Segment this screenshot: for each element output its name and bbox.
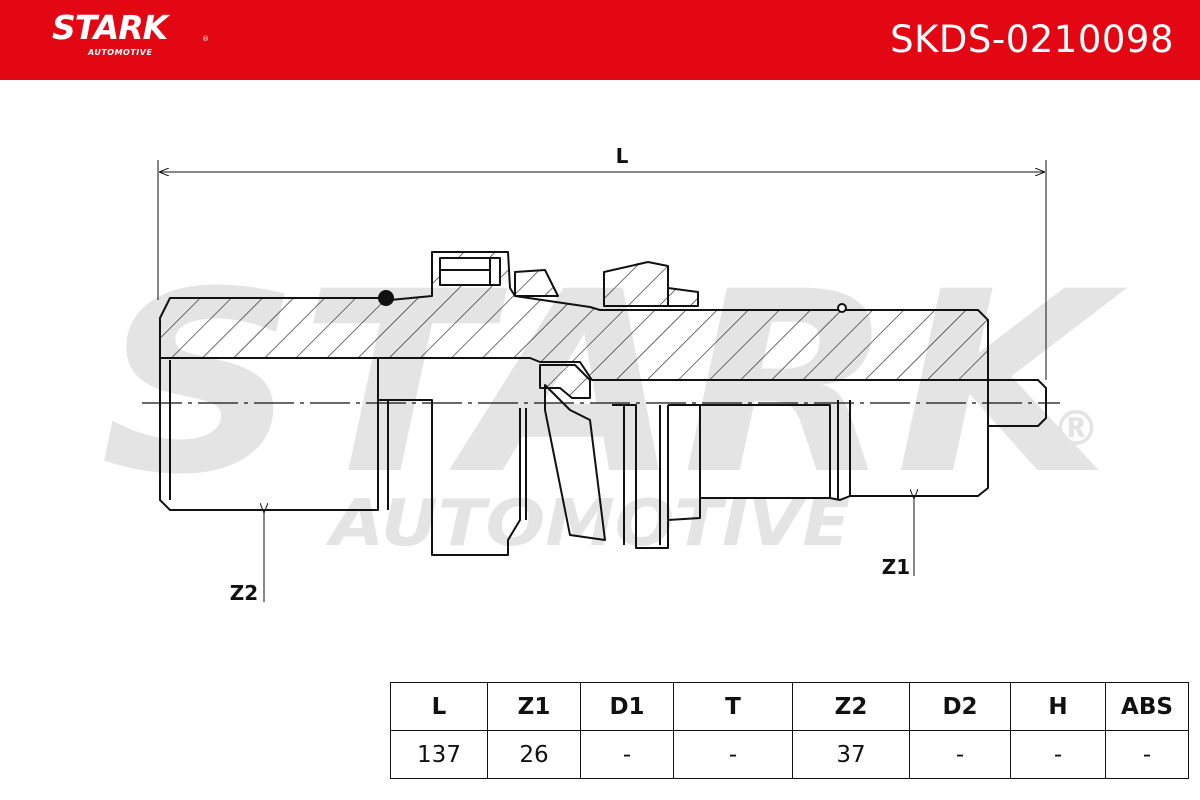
spec-value-d2: - (909, 730, 1011, 779)
spec-table-header-row: L Z1 D1 T Z2 D2 H ABS (390, 682, 1189, 731)
spec-header-abs: ABS (1105, 682, 1189, 731)
technical-drawing: STARK AUTOMOTIVE ® L (100, 144, 1128, 605)
spec-table: L Z1 D1 T Z2 D2 H ABS 137 26 - - 37 - - … (390, 682, 1189, 779)
logo-registered-mark: ® (202, 35, 209, 43)
spec-header-z2: Z2 (792, 682, 910, 731)
spec-header-d1: D1 (580, 682, 674, 731)
watermark-registered-mark: ® (1052, 401, 1100, 457)
spec-header-h: H (1010, 682, 1106, 731)
spec-value-z2: 37 (792, 730, 910, 779)
spec-value-h: - (1010, 730, 1106, 779)
stark-logo: STARK ® AUTOMOTIVE (52, 8, 209, 58)
watermark-subtitle: AUTOMOTIVE (325, 487, 850, 561)
dimension-z2-label: Z2 (230, 581, 258, 605)
spec-header-l: L (390, 682, 488, 731)
spec-header-z1: Z1 (487, 682, 581, 731)
dimension-z2: Z2 (230, 512, 264, 605)
dimension-z1: Z1 (882, 498, 914, 579)
dimension-l-label: L (616, 144, 629, 168)
spec-value-abs: - (1105, 730, 1189, 779)
spec-header-t: T (673, 682, 793, 731)
sensor-part (159, 251, 1047, 556)
logo-subtitle: AUTOMOTIVE (88, 48, 153, 57)
logo-brand: STARK (52, 8, 168, 47)
spec-value-d1: - (580, 730, 674, 779)
part-number: SKDS-0210098 (890, 18, 1174, 61)
dimension-z1-label: Z1 (882, 555, 910, 579)
dimension-l: L (157, 144, 1047, 380)
spec-table-value-row: 137 26 - - 37 - - - (390, 730, 1189, 779)
spec-value-z1: 26 (487, 730, 581, 779)
header-bar: STARK ® AUTOMOTIVE SKDS-0210098 (0, 0, 1200, 80)
spec-value-l: 137 (390, 730, 488, 779)
spec-header-d2: D2 (909, 682, 1011, 731)
spec-value-t: - (673, 730, 793, 779)
